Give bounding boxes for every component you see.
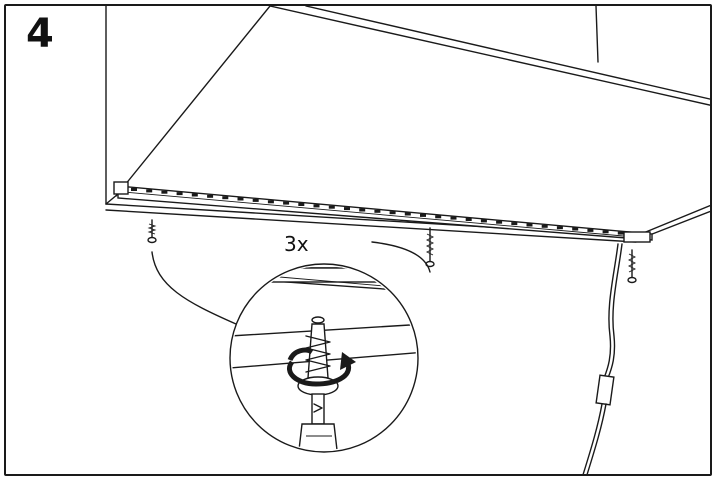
led-chip [450, 216, 457, 220]
led-chip [587, 228, 594, 232]
magnified-detail-icon [229, 263, 419, 453]
led-chip [374, 209, 381, 213]
led-chip [191, 193, 198, 197]
led-chip [176, 192, 183, 196]
led-chip [222, 196, 229, 200]
led-chip [404, 212, 411, 216]
led-chip [298, 203, 305, 206]
led-chip [131, 188, 137, 191]
led-chip [389, 211, 396, 215]
led-chip [146, 189, 153, 193]
assembly-illustration [105, 6, 710, 474]
power-cable-icon [582, 243, 623, 474]
led-chip [480, 219, 487, 223]
led-chip [602, 230, 609, 234]
screwdriver-icon [295, 393, 341, 450]
led-chip [420, 213, 426, 217]
instruction-panel: 4 3x [4, 4, 712, 476]
led-strip-icon [113, 181, 653, 243]
led-chip [252, 198, 259, 202]
led-chip [313, 204, 320, 208]
led-chip [526, 223, 533, 227]
led-chip [541, 224, 548, 228]
step-number: 4 [26, 11, 54, 57]
led-chip [572, 227, 579, 231]
quantity-label: 3x [280, 234, 313, 254]
led-chip [328, 205, 335, 209]
led-chip [465, 218, 472, 221]
led-chip [435, 215, 442, 219]
led-chip [344, 207, 350, 211]
callout-leader [151, 241, 431, 325]
led-chip [496, 220, 503, 224]
led-chip [359, 208, 366, 212]
led-chip [617, 231, 624, 235]
led-chip [207, 194, 214, 198]
led-chip [556, 226, 563, 230]
cabinet-icon [105, 6, 710, 243]
rotation-arrow-icon [287, 347, 356, 387]
led-chip [161, 190, 168, 194]
led-chip [237, 197, 244, 201]
led-chip [267, 200, 274, 204]
led-chip [511, 222, 518, 226]
led-chip [283, 201, 290, 205]
